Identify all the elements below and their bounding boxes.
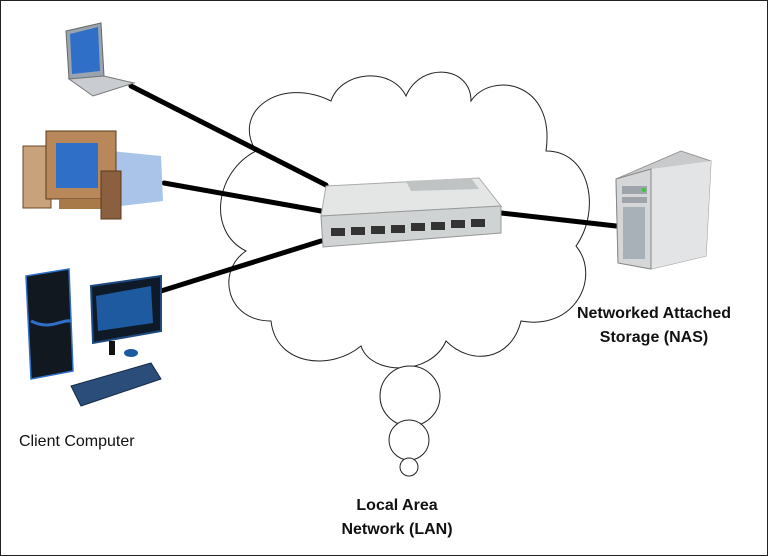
nas-server-icon	[615, 150, 712, 270]
client-computer-label: Client Computer	[19, 433, 135, 450]
cable-crt	[161, 180, 324, 214]
network-switch-icon	[320, 177, 502, 248]
cloud-bubble-small	[399, 457, 419, 477]
cloud-bubble-large	[379, 365, 441, 427]
crt-computer-icon	[22, 130, 163, 220]
cable-laptop	[128, 83, 329, 188]
nas-label-line1: Networked Attached	[576, 305, 732, 322]
desktop-computer-icon	[25, 268, 162, 407]
cables	[128, 83, 619, 294]
cable-desktop	[158, 238, 324, 294]
cable-nas	[498, 210, 619, 229]
laptop-icon	[65, 22, 136, 97]
lan-label-line2: Network (LAN)	[341, 521, 453, 538]
lan-cloud	[220, 71, 590, 477]
cloud-bubble-medium	[388, 419, 430, 461]
nas-label-line2: Storage (NAS)	[599, 329, 709, 346]
lan-label-line1: Local Area	[356, 497, 438, 514]
